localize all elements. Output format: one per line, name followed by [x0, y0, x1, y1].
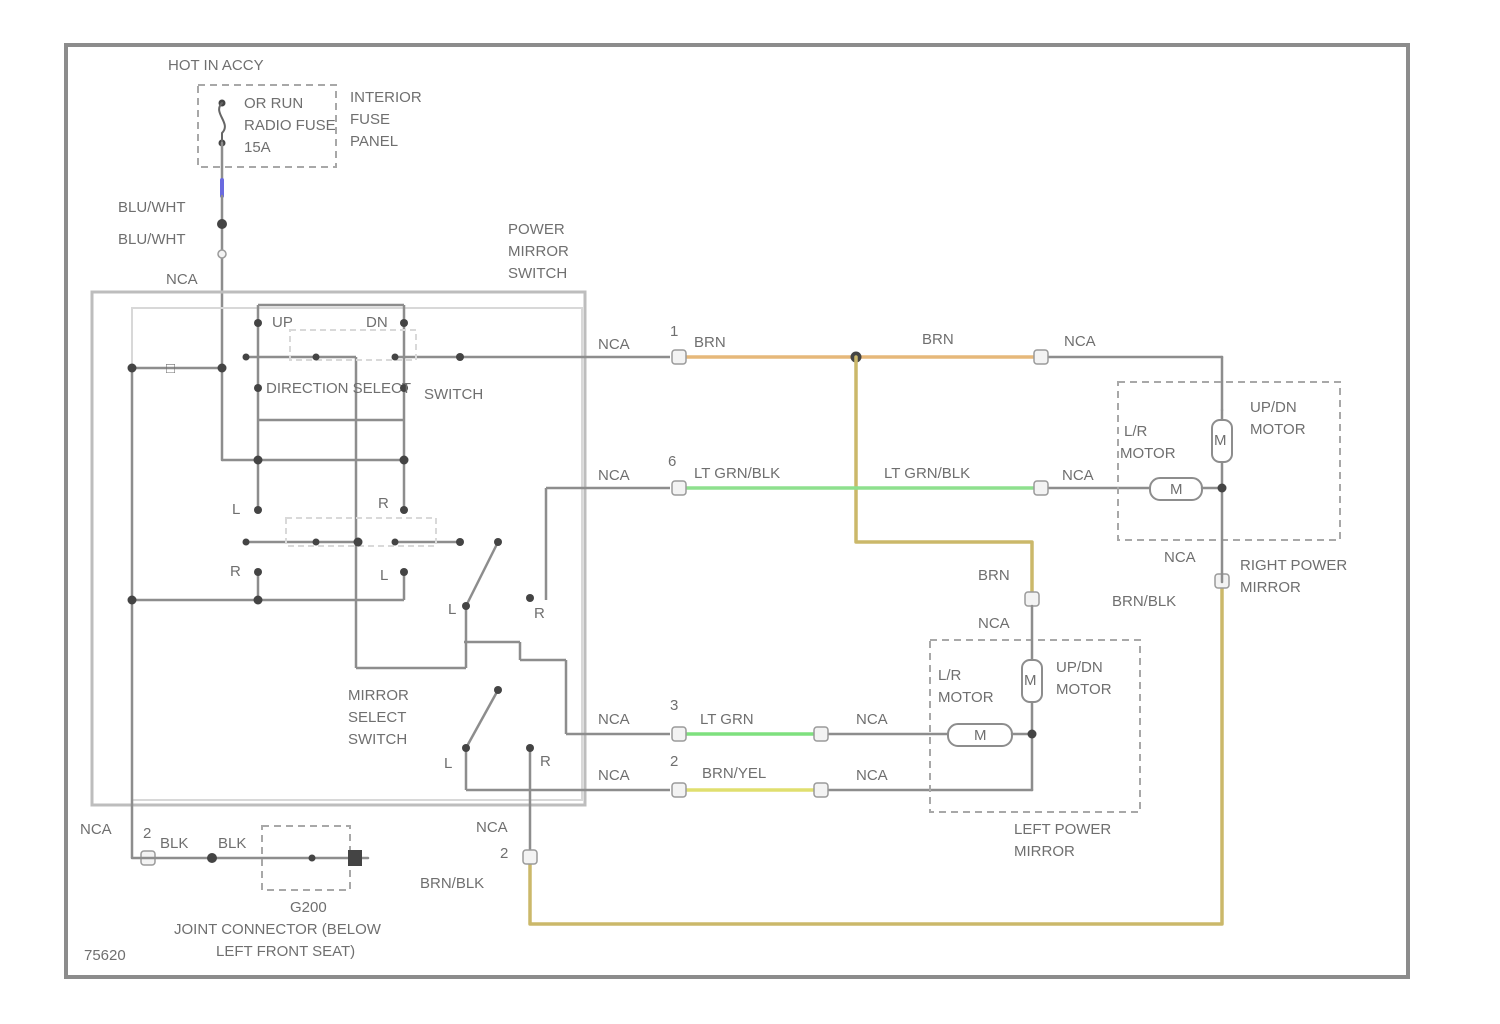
label-l1: L [232, 501, 240, 518]
mirror-select-title-2: SELECT [348, 709, 406, 726]
wire-label-blu-wht-1: BLU/WHT [118, 199, 186, 216]
wire-label-brnblk-b: BRN/BLK [420, 875, 484, 892]
mirror-select-title-1: MIRROR [348, 687, 409, 704]
right-mirror-title-1: RIGHT POWER [1240, 557, 1347, 574]
right-updn-motor-2: MOTOR [1250, 421, 1306, 438]
label-l4: L [444, 755, 452, 772]
label-small-resistor: □ [166, 360, 175, 377]
right-lr-motor-1: L/R [1124, 423, 1148, 440]
connector-pin-2c: 2 [500, 845, 508, 862]
fuse-line-1: OR RUN [244, 95, 303, 112]
label-r3: R [534, 605, 545, 622]
right-lr-motor-2: MOTOR [1120, 445, 1176, 462]
wire-label-brn-a: BRN [694, 334, 726, 351]
label-l3: L [448, 601, 456, 618]
left-power-mirror: M M L/R MOTOR UP/DN MOTOR LEFT POWER MIR… [930, 606, 1140, 860]
wire-label-nca-b: NCA [1064, 333, 1096, 350]
wire-label-nca-e: NCA [598, 711, 630, 728]
right-lr-motor-m: M [1170, 481, 1183, 498]
left-lr-motor-2: MOTOR [938, 689, 994, 706]
switch-title-3: SWITCH [508, 265, 567, 282]
left-updn-motor-2: MOTOR [1056, 681, 1112, 698]
diagram-frame [66, 45, 1408, 977]
label-switch-word: SWITCH [424, 386, 483, 403]
left-mirror-title-1: LEFT POWER [1014, 821, 1111, 838]
switch-title-2: MIRROR [508, 243, 569, 260]
wire-label-nca-j: NCA [1164, 549, 1196, 566]
wire-label-brn-c: BRN [978, 567, 1010, 584]
connector-pin-2a: 2 [670, 753, 678, 770]
power-mirror-switch: POWER MIRROR SWITCH [92, 221, 670, 858]
figure-id: 75620 [84, 947, 126, 964]
wire-label-blk-a: BLK [160, 835, 188, 852]
joint-label-1: JOINT CONNECTOR (BELOW [174, 921, 382, 938]
label-r1: R [378, 495, 389, 512]
wire-label-brnblk-a: BRN/BLK [1112, 593, 1176, 610]
wire-label-nca-g: NCA [598, 767, 630, 784]
connector-pin-3: 3 [670, 697, 678, 714]
label-dn: DN [366, 314, 388, 331]
wire-label-nca-a: NCA [598, 336, 630, 353]
connector-pin-6: 6 [668, 453, 676, 470]
supply-label: HOT IN ACCY [168, 57, 264, 74]
mirror-select-title-3: SWITCH [348, 731, 407, 748]
connector-pin-1: 1 [670, 323, 678, 340]
label-direction-select: DIRECTION SELECT [266, 380, 411, 397]
left-lr-motor-1: L/R [938, 667, 962, 684]
label-up: UP [272, 314, 293, 331]
left-updn-motor-m: M [1024, 672, 1037, 689]
panel-label-2: FUSE [350, 111, 390, 128]
panel-label-3: PANEL [350, 133, 398, 150]
wire-label-nca-f: NCA [856, 711, 888, 728]
left-updn-motor-1: UP/DN [1056, 659, 1103, 676]
switch-title-1: POWER [508, 221, 565, 238]
right-mirror-title-2: MIRROR [1240, 579, 1301, 596]
wire-label-nca-l: NCA [80, 821, 112, 838]
right-updn-motor-1: UP/DN [1250, 399, 1297, 416]
label-r2: R [230, 563, 241, 580]
fuse-panel: HOT IN ACCY OR RUN RADIO FUSE 15A INTERI… [168, 57, 422, 167]
connector-pin-2b: 2 [143, 825, 151, 842]
wire-label-nca-h: NCA [856, 767, 888, 784]
wire-label-brn-b: BRN [922, 331, 954, 348]
fuse-line-2: RADIO FUSE [244, 117, 336, 134]
wire-label-ltgrn: LT GRN [700, 711, 754, 728]
right-updn-motor-m: M [1214, 432, 1227, 449]
ground-code: G200 [290, 899, 327, 916]
right-power-mirror: M M L/R MOTOR UP/DN MOTOR RIGHT POWER MI… [1118, 382, 1347, 596]
wire-label-ltgrnblk-a: LT GRN/BLK [694, 465, 780, 482]
joint-label-2: LEFT FRONT SEAT) [216, 943, 355, 960]
label-l2: L [380, 567, 388, 584]
wire-label-brnyel: BRN/YEL [702, 765, 766, 782]
wire-label-blu-wht-2: BLU/WHT [118, 231, 186, 248]
panel-label-1: INTERIOR [350, 89, 422, 106]
wire-label-nca-k: NCA [476, 819, 508, 836]
left-lr-motor-m: M [974, 727, 987, 744]
wire-label-ltgrnblk-b: LT GRN/BLK [884, 465, 970, 482]
wire-label-nca-top: NCA [166, 271, 198, 288]
wire-label-nca-c: NCA [598, 467, 630, 484]
label-r4: R [540, 753, 551, 770]
fuse-line-3: 15A [244, 139, 271, 156]
wire-label-blk-b: BLK [218, 835, 246, 852]
wire-label-nca-i: NCA [978, 615, 1010, 632]
left-mirror-title-2: MIRROR [1014, 843, 1075, 860]
wire-label-nca-d: NCA [1062, 467, 1094, 484]
